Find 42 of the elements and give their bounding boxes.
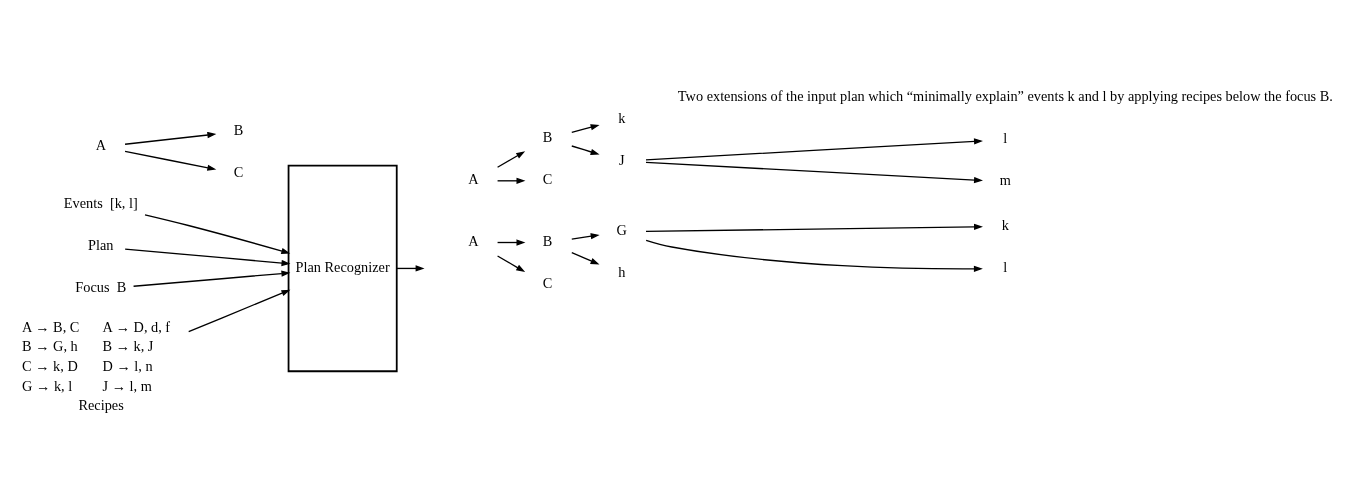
node-text: B bbox=[542, 129, 553, 146]
arrow bbox=[571, 251, 600, 265]
node-text: k bbox=[618, 109, 626, 126]
node-text: B bbox=[542, 232, 553, 249]
node-text: A bbox=[468, 232, 479, 249]
node-text: Focus B bbox=[75, 279, 127, 296]
arrow bbox=[124, 248, 291, 267]
arrow bbox=[645, 223, 983, 233]
arrow bbox=[124, 150, 217, 171]
node-text: k bbox=[1001, 216, 1009, 233]
label: Two extensions of the input plan which “minimally explain” events k and l by applying recipes below the focus B. bbox=[677, 88, 1333, 105]
node-text: h bbox=[618, 264, 626, 281]
node-text: C bbox=[233, 164, 244, 181]
arrow bbox=[571, 145, 600, 155]
node-text: Plan bbox=[88, 237, 114, 254]
arrow bbox=[496, 177, 526, 184]
node-text: B bbox=[233, 122, 244, 139]
arrow bbox=[571, 233, 600, 240]
arrow bbox=[132, 270, 291, 287]
arrow bbox=[645, 138, 983, 161]
node-text: A bbox=[95, 137, 106, 154]
node-text: C bbox=[542, 274, 553, 291]
arrow bbox=[571, 124, 600, 134]
arrow bbox=[496, 239, 526, 246]
arrow bbox=[124, 131, 217, 145]
node-box: Plan Recognizer bbox=[287, 164, 398, 373]
arrow bbox=[396, 265, 425, 272]
node-text: l bbox=[1003, 130, 1008, 147]
node-text: A → B, C A → D, d, f B → G, h B → k, J C → k, D D → l, n G → k, l J → l, m Recipes bbox=[22, 318, 171, 414]
node-text: m bbox=[999, 172, 1011, 189]
node-text: A bbox=[468, 171, 479, 188]
arrow bbox=[496, 151, 526, 168]
arrow bbox=[645, 161, 983, 184]
arrow bbox=[496, 255, 526, 273]
node-text: l bbox=[1003, 258, 1008, 275]
node-text: J bbox=[619, 151, 625, 168]
node-text: C bbox=[542, 171, 553, 188]
node-text: Events [k, l] bbox=[63, 195, 138, 212]
node-text: G bbox=[616, 222, 627, 239]
arrow bbox=[188, 289, 291, 333]
arrow bbox=[645, 239, 983, 272]
arrow bbox=[144, 214, 291, 255]
